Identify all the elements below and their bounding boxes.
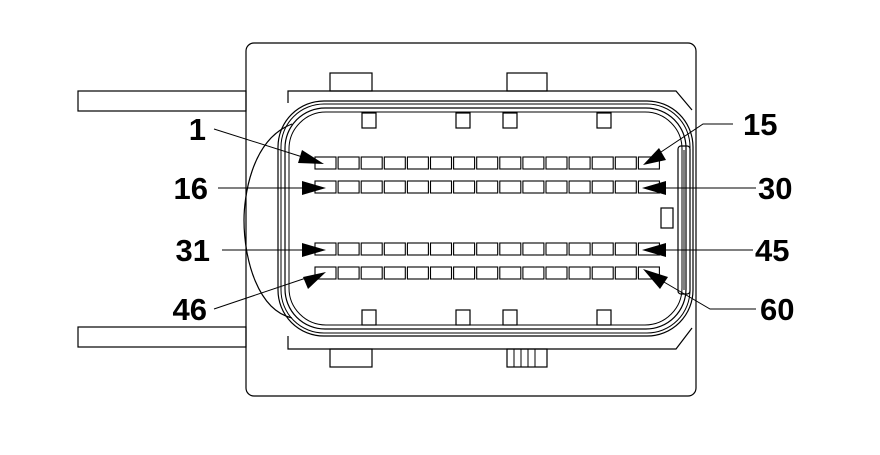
pin-cavity-50 (406, 266, 429, 280)
connector-housing (245, 42, 697, 397)
pin-cavity-29 (614, 180, 637, 194)
pin-cavity-56 (545, 266, 568, 280)
pin-cavity-23 (476, 180, 499, 194)
pin-cavity-57 (568, 266, 591, 280)
arrowhead-pin-45 (642, 243, 666, 257)
pin-cavity-3 (360, 156, 383, 170)
pin-cavity-11 (545, 156, 568, 170)
pin-cavity-2 (337, 156, 360, 170)
arrowhead-pin-60 (643, 269, 668, 289)
pin-cavity-36 (429, 242, 453, 256)
leader-line-pin-1 (213, 128, 313, 161)
key-notches (361, 112, 612, 326)
pin-cavity-38 (476, 242, 499, 256)
pin-cavity-5 (406, 156, 429, 170)
label-pin-1: 1 (189, 112, 206, 147)
arrowheads (298, 148, 668, 289)
pin-cavity-44 (614, 242, 637, 256)
leader-lines (213, 123, 756, 310)
arrowhead-pin-46 (303, 272, 326, 289)
pin-cavity-7 (453, 156, 476, 170)
leader-line-pin-15 (651, 123, 733, 159)
label-pin-45: 45 (755, 233, 789, 268)
pin-cavity-58 (591, 266, 614, 280)
label-pin-46: 46 (173, 292, 207, 327)
connector-shroud-outline (277, 100, 694, 337)
pin-cavity-34 (383, 242, 406, 256)
leader-line-pin-46 (213, 275, 313, 310)
pin-cavity-19 (383, 180, 406, 194)
label-pin-15: 15 (743, 107, 777, 142)
pin-cavity-52 (453, 266, 476, 280)
pin-cavity-20 (406, 180, 429, 194)
pin-cavity-48 (360, 266, 383, 280)
pin-cavity-51 (429, 266, 453, 280)
pin-cavity-28 (591, 180, 614, 194)
label-pin-60: 60 (760, 292, 794, 327)
left-shroud-curve (243, 123, 293, 319)
pin-cavity-25 (522, 180, 545, 194)
pin-cavity-53 (476, 266, 499, 280)
pin-cavity-22 (453, 180, 476, 194)
label-pin-16: 16 (174, 171, 208, 206)
pin-cavity-32 (337, 242, 360, 256)
pin-cavity-12 (568, 156, 591, 170)
left-mounting-flanges (77, 90, 247, 348)
pin-cavity-54 (499, 266, 522, 280)
pin-labels: 1 16 31 46 15 30 45 60 (173, 107, 795, 327)
pin-cavity-24 (499, 180, 522, 194)
arrowhead-pin-15 (643, 148, 666, 165)
pin-cavity-37 (453, 242, 476, 256)
pin-cavity-27 (568, 180, 591, 194)
pin-cavity-10 (522, 156, 545, 170)
pin-cavity-40 (522, 242, 545, 256)
pin-cavity-21 (429, 180, 453, 194)
pin-cavity-35 (406, 242, 429, 256)
label-pin-30: 30 (758, 171, 792, 206)
pin-cavity-17 (337, 180, 360, 194)
pin-cavity-49 (383, 266, 406, 280)
housing-body-bands (287, 90, 693, 350)
pin-cavity-41 (545, 242, 568, 256)
arrowhead-pin-16 (302, 181, 326, 195)
pin-cavity-59 (614, 266, 637, 280)
pin-cavity-42 (568, 242, 591, 256)
pin-cavity-39 (499, 242, 522, 256)
pin-cavity-55 (522, 266, 545, 280)
pin-cavity-43 (591, 242, 614, 256)
arrowhead-pin-30 (642, 181, 666, 195)
pin-grid (314, 156, 660, 280)
pin-cavity-26 (545, 180, 568, 194)
pin-cavity-4 (383, 156, 406, 170)
pin-cavity-14 (614, 156, 637, 170)
pin-cavity-13 (591, 156, 614, 170)
pin-cavity-6 (429, 156, 453, 170)
arrowhead-pin-1 (298, 150, 324, 164)
pin-cavity-33 (360, 242, 383, 256)
label-pin-31: 31 (176, 233, 210, 268)
pin-cavity-47 (337, 266, 360, 280)
arrowhead-pin-31 (302, 243, 326, 257)
pin-cavity-8 (476, 156, 499, 170)
pin-cavity-18 (360, 180, 383, 194)
pin-cavity-9 (499, 156, 522, 170)
leader-line-pin-60 (651, 274, 756, 310)
